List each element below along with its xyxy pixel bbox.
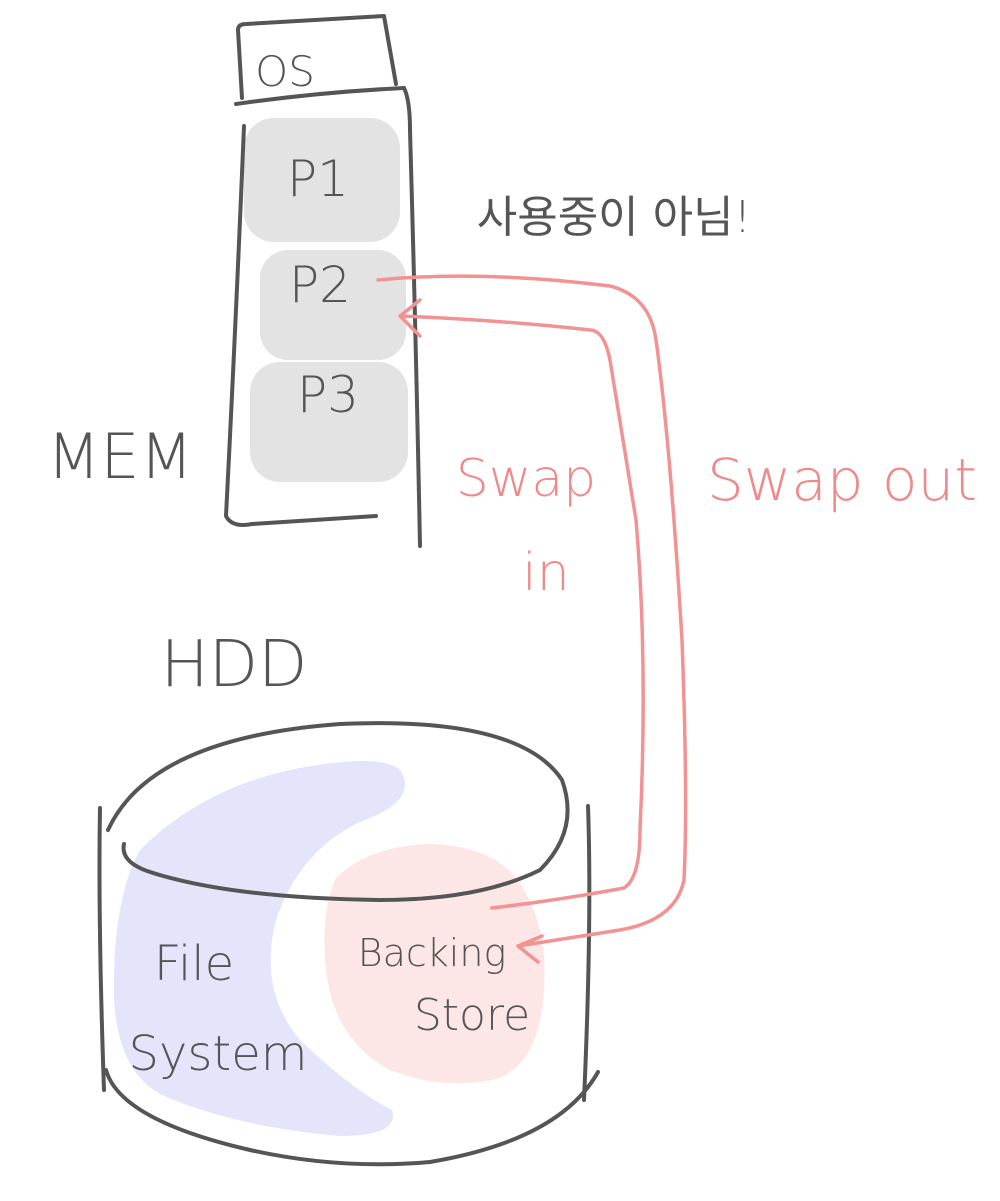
swap-in-arrow bbox=[398, 298, 645, 910]
memory-outline bbox=[224, 86, 422, 548]
swap-in-label-line1: Swap bbox=[456, 449, 596, 509]
hdd-top-ellipse bbox=[106, 721, 570, 902]
process-label-p1: P1 bbox=[287, 150, 349, 208]
process-block-p1 bbox=[244, 118, 400, 242]
process-label-p2: P2 bbox=[289, 256, 351, 314]
process-block-p2 bbox=[260, 250, 406, 360]
hdd-label: HDD bbox=[161, 628, 308, 702]
process-block-p3 bbox=[250, 362, 408, 482]
swap-out-arrow bbox=[376, 274, 688, 964]
memory-column: OS P1 P2 P3 MEM 사용중이 아님! bbox=[47, 14, 752, 548]
backing-store-label-line1: Backing bbox=[358, 931, 507, 975]
swap-out-label: Swap out bbox=[707, 446, 977, 514]
file-system-label-line1: File bbox=[154, 936, 234, 992]
hdd-bottom-curve bbox=[104, 1068, 600, 1167]
memory-label: MEM bbox=[47, 420, 193, 493]
file-system-label-line2: System bbox=[129, 1026, 308, 1082]
backing-store-label-line2: Store bbox=[414, 990, 530, 1041]
process-label-p3: P3 bbox=[297, 366, 359, 424]
swap-arrows: Swap in Swap out bbox=[376, 274, 977, 964]
os-label: OS bbox=[255, 47, 315, 96]
file-system-region bbox=[113, 761, 405, 1136]
swap-in-label-line2: in bbox=[522, 543, 569, 603]
os-box-outline bbox=[234, 14, 406, 106]
backing-store-region bbox=[324, 844, 545, 1084]
hdd-cylinder: HDD File System Backing Store bbox=[97, 628, 600, 1167]
memory-note: 사용중이 아님! bbox=[477, 192, 752, 243]
